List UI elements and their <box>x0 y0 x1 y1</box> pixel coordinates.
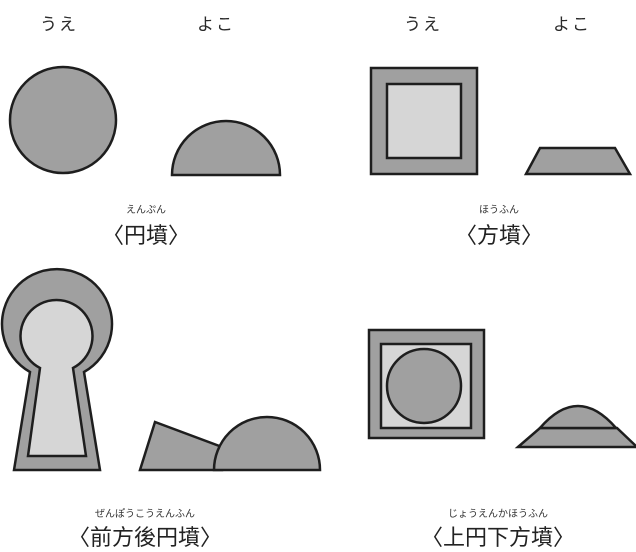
hofun-side-view <box>523 146 633 176</box>
joenkahofun-title: 〈上円下方墳〉 <box>420 526 575 551</box>
enpun-side-view <box>170 119 282 177</box>
zenpokoenfun-side-mound <box>212 415 322 472</box>
joenkahofun-side-base <box>514 426 636 449</box>
enpun-ruby: えんぷん <box>126 205 166 216</box>
zenpokoenfun-ruby: ぜんぽうこうえんふん <box>95 509 195 520</box>
top-view-label-2: うえ <box>404 15 442 35</box>
joenkahofun-top-circle <box>385 347 463 425</box>
hofun-top-inner <box>385 82 463 160</box>
joenkahofun-side-dome <box>537 404 619 430</box>
side-view-label-2: よこ <box>553 15 591 35</box>
hofun-title: 〈方墳〉 <box>454 224 543 249</box>
zenpokoenfun-top-inner <box>19 298 94 458</box>
hofun-ruby: ほうふん <box>479 205 519 216</box>
joenkahofun-ruby: じょうえんかほうふん <box>448 509 548 520</box>
enpun-top-view <box>8 65 118 175</box>
zenpokoenfun-title: 〈前方後円墳〉 <box>67 526 222 551</box>
top-view-label-1: うえ <box>40 15 78 35</box>
enpun-title: 〈円墳〉 <box>101 224 190 249</box>
side-view-label-1: よこ <box>197 15 235 35</box>
zenpokoenfun-side-front <box>138 420 224 472</box>
